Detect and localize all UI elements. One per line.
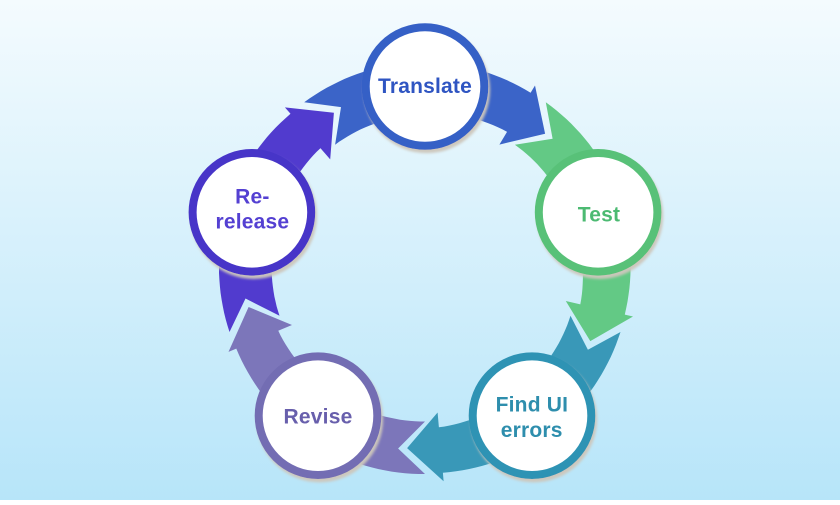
svg-text:Revise: Revise	[284, 406, 353, 429]
svg-text:Translate: Translate	[378, 75, 472, 98]
svg-text:errors: errors	[501, 419, 563, 442]
svg-text:Test: Test	[578, 203, 620, 226]
svg-text:Find UI: Find UI	[496, 394, 569, 417]
svg-text:Re-: Re-	[235, 186, 269, 209]
svg-text:release: release	[215, 210, 289, 233]
